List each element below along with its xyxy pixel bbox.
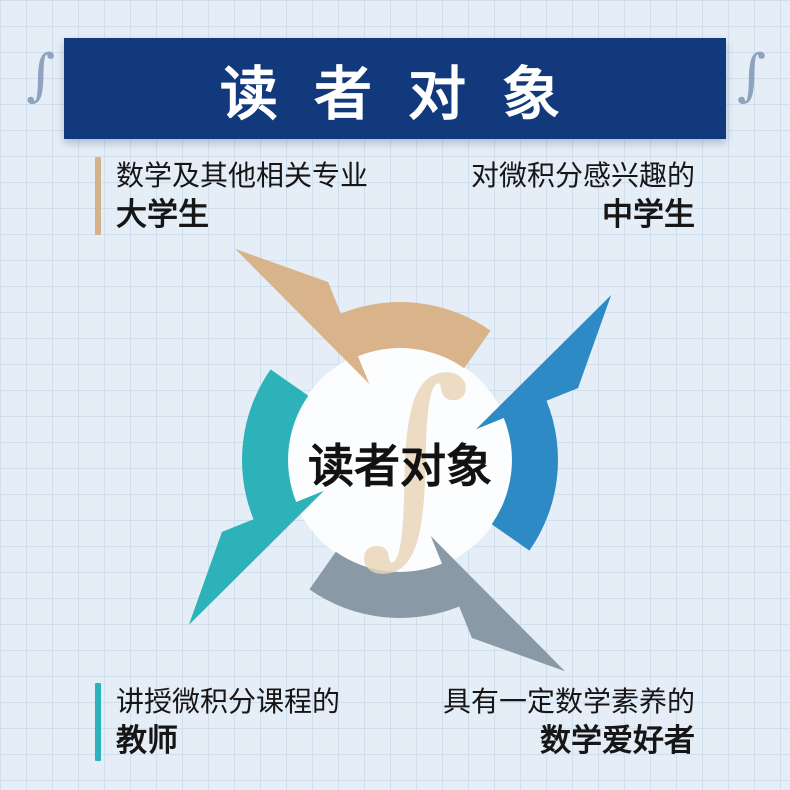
audience-name: 中学生 bbox=[602, 197, 695, 232]
page-title-banner: 读 者 对 象 bbox=[64, 38, 726, 139]
accent-bar bbox=[95, 157, 101, 235]
integral-icon: ∫ bbox=[736, 43, 766, 108]
audience-middle-school-students: 对微积分感兴趣的 中学生 bbox=[471, 157, 695, 235]
audience-text: 对微积分感兴趣的 中学生 bbox=[471, 157, 695, 235]
audience-teachers: 讲授微积分课程的 教师 bbox=[95, 683, 340, 761]
audience-description: 对微积分感兴趣的 bbox=[470, 160, 695, 191]
audience-math-enthusiasts: 具有一定数学素养的 数学爱好者 bbox=[443, 683, 695, 761]
integral-icon: ∫ bbox=[26, 43, 56, 108]
audience-text: 讲授微积分课程的 教师 bbox=[116, 683, 340, 761]
reader-cycle-diagram bbox=[188, 248, 612, 672]
audience-name: 数学爱好者 bbox=[540, 723, 695, 758]
audience-text: 数学及其他相关专业 大学生 bbox=[116, 157, 368, 235]
audience-description: 讲授微积分课程的 bbox=[116, 686, 341, 717]
diagram-inner-circle bbox=[287, 347, 513, 573]
audience-college-students: 数学及其他相关专业 大学生 bbox=[95, 157, 368, 235]
audience-text: 具有一定数学素养的 数学爱好者 bbox=[443, 683, 695, 761]
audience-name: 大学生 bbox=[116, 197, 209, 232]
audience-name: 教师 bbox=[116, 723, 178, 758]
audience-description: 具有一定数学素养的 bbox=[442, 686, 695, 717]
diagram-center-label: 读者对象 bbox=[308, 440, 492, 492]
audience-description: 数学及其他相关专业 bbox=[116, 160, 369, 191]
page-title: 读 者 对 象 bbox=[219, 61, 571, 127]
accent-bar bbox=[95, 683, 101, 761]
